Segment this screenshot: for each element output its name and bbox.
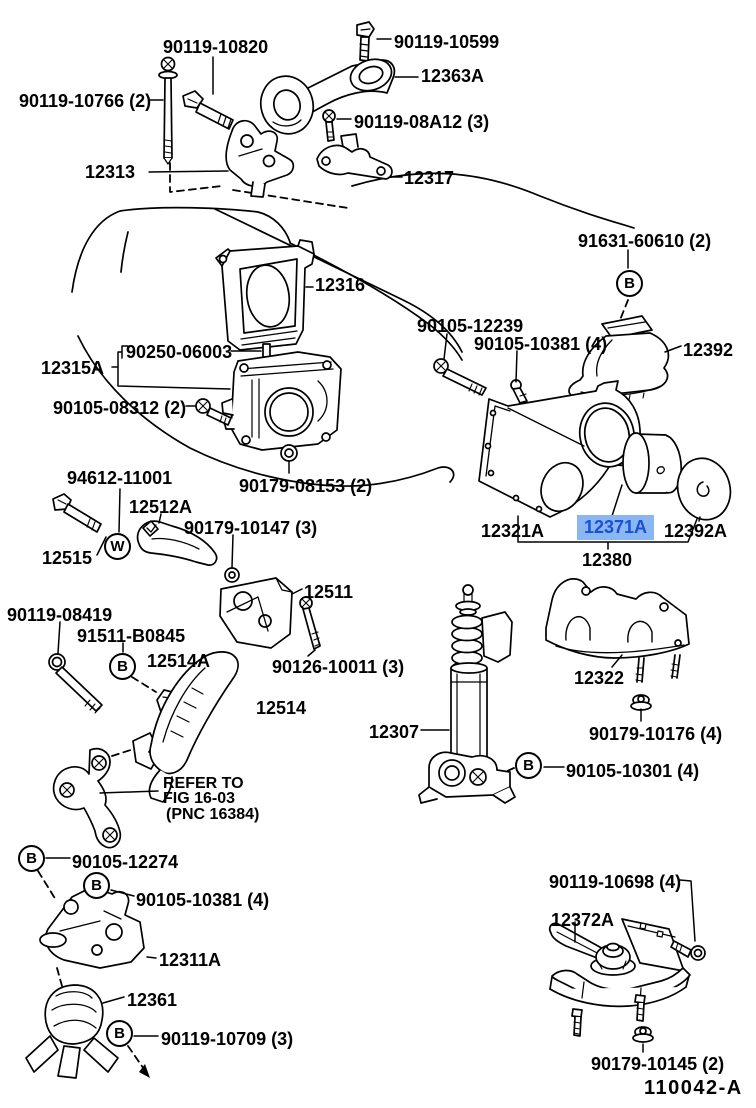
text-refer-to: REFER TO <box>163 775 244 792</box>
part-label-12307[interactable]: 12307 <box>369 722 420 742</box>
bolt-90119-08419-art <box>48 653 103 714</box>
part-label-94612-11001[interactable]: 94612-11001 <box>67 468 173 488</box>
part-label-90105-10301-4[interactable]: 90105-10301 (4) <box>566 761 700 781</box>
part-label-91511-b0845[interactable]: 91511-B0845 <box>77 626 186 646</box>
parts-art <box>25 21 732 1079</box>
bracket-16384-art <box>52 747 122 849</box>
part-label-90179-10147-3[interactable]: 90179-10147 (3) <box>184 518 318 538</box>
leader-lines <box>45 38 701 1053</box>
bolt-90126-10011-art <box>299 596 321 650</box>
callout-b-2: B <box>109 653 136 680</box>
bracket-12511-art <box>219 577 293 649</box>
bracket-12322-art <box>545 578 690 683</box>
part-label-91631-60610-2[interactable]: 91631-60610 (2) <box>578 231 712 251</box>
part-label-12313[interactable]: 12313 <box>85 162 136 182</box>
part-label-12515[interactable]: 12515 <box>42 548 93 568</box>
arrow-head <box>139 1064 150 1078</box>
arm-12514-art <box>132 651 239 803</box>
text-fig-16-03: FIG 16-03 <box>163 790 236 807</box>
torque-rod-12363a-art <box>259 58 396 135</box>
callout-b-5: B <box>515 752 542 779</box>
callout-b-0: B <box>616 270 643 297</box>
part-label-12371a[interactable]: 12371A <box>577 515 655 541</box>
part-label-12380[interactable]: 12380 <box>582 550 633 570</box>
part-label-12361[interactable]: 12361 <box>127 990 178 1010</box>
part-label-12322[interactable]: 12322 <box>574 668 625 688</box>
assembly-12372a-art <box>548 918 691 1037</box>
part-label-12316[interactable]: 12316 <box>315 275 366 295</box>
bolt-90105-12239-art <box>433 358 487 396</box>
part-label-90179-10176-4[interactable]: 90179-10176 (4) <box>589 724 723 744</box>
part-label-90105-12274[interactable]: 90105-12274 <box>72 852 179 872</box>
disc-12392a-art <box>676 457 732 521</box>
text-110042-a: 110042-A <box>644 1077 743 1099</box>
part-label-90105-12239[interactable]: 90105-12239 <box>417 316 524 336</box>
absorber-12307-art <box>418 584 516 804</box>
part-label-90119-10820[interactable]: 90119-10820 <box>163 37 269 57</box>
part-label-90179-10145-2[interactable]: 90179-10145 (2) <box>591 1054 725 1074</box>
part-label-12317[interactable]: 12317 <box>404 168 455 188</box>
bolt-90105-08312-art <box>195 398 232 426</box>
part-label-12511[interactable]: 12511 <box>304 582 354 602</box>
callout-w-1: W <box>104 533 131 560</box>
engine-outline <box>71 172 635 487</box>
part-label-12392[interactable]: 12392 <box>683 340 734 360</box>
callout-b-4: B <box>83 872 110 899</box>
housing-12321a-art <box>478 380 641 518</box>
part-label-90105-10381-4[interactable]: 90105-10381 (4) <box>136 890 270 910</box>
nut-90179-10145-art <box>632 1026 654 1043</box>
part-label-12315a[interactable]: 12315A <box>41 358 105 378</box>
part-label-90126-10011-3[interactable]: 90126-10011 (3) <box>272 657 405 677</box>
part-label-90119-10599[interactable]: 90119-10599 <box>394 32 500 52</box>
nut-90179-08153-art <box>280 444 298 462</box>
part-label-90119-10698-4[interactable]: 90119-10698 (4) <box>549 872 682 892</box>
mount-12361-art <box>25 984 119 1079</box>
part-label-12321a[interactable]: 12321A <box>481 521 545 541</box>
part-label-12514a[interactable]: 12514A <box>147 651 211 671</box>
bolt-90105-10381-right-art <box>510 379 528 404</box>
part-label-90119-10766-2[interactable]: 90119-10766 (2) <box>19 91 152 111</box>
callout-b-3: B <box>18 845 45 872</box>
bolt-12515-art <box>52 493 102 533</box>
callout-b-6: B <box>106 1020 133 1047</box>
nut-90179-10147-art <box>224 567 240 583</box>
part-label-90119-08a12-3[interactable]: 90119-08A12 (3) <box>354 112 490 132</box>
bolt-90119-10599-art <box>356 21 375 62</box>
duct-12392-art <box>568 315 670 402</box>
bolt-90119-08a12-art <box>322 109 336 142</box>
bracket-12313-art <box>225 119 295 198</box>
bolt-90119-10766-art <box>158 56 178 165</box>
text-pnc-16384: (PNC 16384) <box>166 806 260 823</box>
lever-12512a-art <box>136 520 218 566</box>
part-label-12392a[interactable]: 12392A <box>664 521 728 541</box>
insulator-12371a-art <box>622 432 683 494</box>
part-label-12512a[interactable]: 12512A <box>129 497 193 517</box>
part-label-90105-10381-4[interactable]: 90105-10381 (4) <box>474 334 608 354</box>
housing-12315a-art <box>221 351 342 451</box>
bolt-90119-10820-art <box>182 90 234 130</box>
mount-12311a-art <box>39 886 145 969</box>
part-label-90179-08153-2[interactable]: 90179-08153 (2) <box>239 476 373 496</box>
part-label-12514[interactable]: 12514 <box>256 698 307 718</box>
part-label-90250-06003[interactable]: 90250-06003 <box>126 342 233 362</box>
part-label-90105-08312-2[interactable]: 90105-08312 (2) <box>53 398 187 418</box>
part-label-12372a[interactable]: 12372A <box>551 910 615 930</box>
bolt-90119-10698-art <box>670 940 706 961</box>
part-label-12363a[interactable]: 12363A <box>421 66 485 86</box>
nut-90179-10176-art <box>630 694 652 711</box>
frame-12316-art <box>215 239 315 351</box>
part-label-12311a[interactable]: 12311A <box>159 950 222 970</box>
pin-90250-06003-art <box>262 343 271 358</box>
part-label-90119-08419[interactable]: 90119-08419 <box>7 605 113 625</box>
stay-12317-art <box>316 133 393 180</box>
part-label-90119-10709-3[interactable]: 90119-10709 (3) <box>161 1029 294 1049</box>
